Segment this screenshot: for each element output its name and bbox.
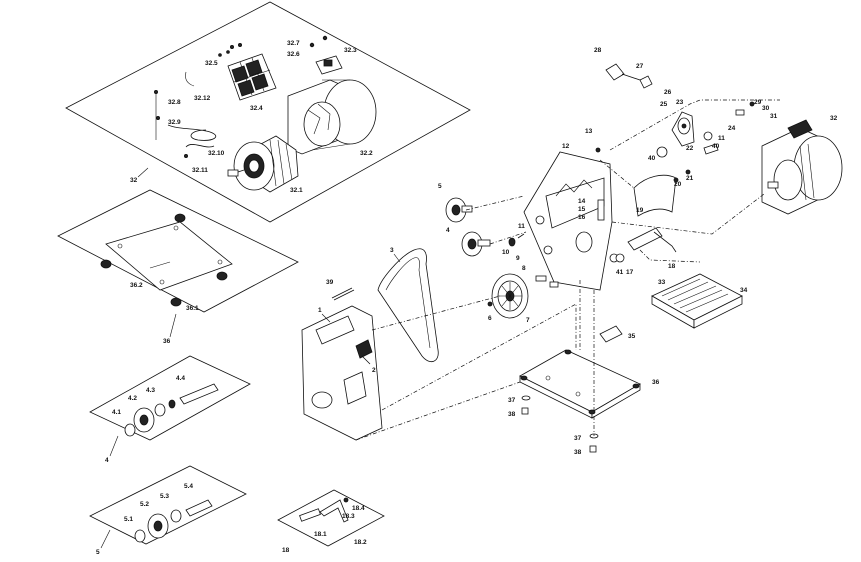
label-14: 14 [578,198,586,205]
drive-wheel-5-panel: 5.1 5.2 5.3 5.4 5 [89,465,247,556]
part-7-drive-wheel [491,273,529,319]
label-28: 28 [594,47,602,54]
label-30: 30 [762,105,770,112]
label-18-1: 18.1 [314,531,327,538]
label-36: 36 [652,379,660,386]
label-5-3: 5.3 [160,493,169,500]
part-32-1-motor [227,135,299,193]
label-18-group: 18 [282,547,290,554]
label-18-4: 18.4 [352,505,365,512]
label-24: 24 [728,125,736,132]
label-4-wheel: 4 [446,227,450,234]
label-8: 8 [522,265,526,272]
label-35: 35 [628,333,636,340]
assembly-guide-lines [355,99,780,441]
label-17: 17 [626,269,634,276]
label-13: 13 [585,128,593,135]
label-34: 34 [740,287,748,294]
label-22: 22 [686,145,694,152]
label-19: 19 [636,207,644,214]
label-18-2: 18.2 [354,539,367,546]
label-12: 12 [562,143,570,150]
label-21: 21 [686,175,694,182]
label-40b: 40 [712,143,720,150]
label-4-1: 4.1 [112,409,121,416]
label-32-6: 32.6 [287,51,300,58]
label-15: 15 [578,206,586,213]
label-4-2: 4.2 [128,395,137,402]
motor-subassembly-panel: 32.7 32.6 32.3 32.5 32.12 32.8 32.4 32.9… [65,1,471,223]
label-23: 23 [676,99,684,106]
label-32-10: 32.10 [208,150,225,157]
label-4-4: 4.4 [176,375,185,382]
label-32-5: 32.5 [205,60,218,67]
label-16: 16 [578,214,586,221]
part-36-base: 36 37 38 37 38 [508,349,660,456]
label-32-1: 32.1 [290,187,303,194]
label-5-4: 5.4 [184,483,193,490]
part-32-motor: 32 [761,115,843,215]
label-38b: 38 [574,449,582,456]
label-32-4: 32.4 [250,105,263,112]
label-5-2: 5.2 [140,501,149,508]
label-20: 20 [674,181,682,188]
label-36-2: 36.2 [130,282,143,289]
part-32-3-switch [315,55,343,75]
label-41: 41 [616,269,624,276]
label-10: 10 [502,249,510,256]
label-32-group: 32 [130,177,138,184]
label-27: 27 [636,63,644,70]
label-11: 11 [718,135,725,142]
idler-wheel-4-panel: 4.1 4.2 4.3 4.4 4 [89,355,251,464]
label-2: 2 [372,367,376,374]
label-33: 33 [658,279,666,286]
base-plate-panel: 36.2 36.1 36 [57,189,299,345]
label-4-group: 4 [105,457,109,464]
label-32-12: 32.12 [194,95,211,102]
label-26: 26 [664,89,672,96]
part-32-2-fan-housing [287,79,377,155]
label-36-1: 36.1 [186,305,199,312]
label-32-7: 32.7 [287,40,300,47]
label-32-2: 32.2 [360,150,373,157]
label-9: 9 [516,255,520,262]
label-4-3: 4.3 [146,387,155,394]
label-32: 32 [830,115,838,122]
label-39: 39 [326,279,334,286]
label-31: 31 [770,113,778,120]
label-36-group: 36 [163,338,171,345]
part-32-4-grille [227,53,277,101]
handle-18-panel: 18 18.1 18.2 18.3 18.4 [277,489,385,554]
label-40: 40 [648,155,656,162]
label-38: 38 [508,411,516,418]
label-11b: 11 [518,223,525,230]
label-6: 6 [488,315,492,322]
part-2-knob [355,339,373,365]
label-29: 29 [754,99,762,106]
label-32-8: 32.8 [168,99,181,106]
label-32-3: 32.3 [344,47,357,54]
label-1: 1 [318,307,322,314]
label-5-wheel: 5 [438,183,442,190]
label-32-11: 32.11 [192,167,208,174]
belt-guard-assembly: 39 1 2 3 [301,247,439,441]
label-3: 3 [390,247,394,254]
work-table-assembly: 33 34 35 [599,273,748,343]
label-5-group: 5 [96,549,100,556]
label-25: 25 [660,101,668,108]
label-37b: 37 [574,435,582,442]
label-18-3: 18.3 [342,513,355,520]
label-18: 18 [668,263,676,270]
label-32-9: 32.9 [168,119,181,126]
main-frame-assembly: 5 4 12 13 14 15 16 11 10 9 8 [438,47,778,324]
label-37: 37 [508,397,516,404]
label-7: 7 [526,317,530,324]
label-5-1: 5.1 [124,516,133,523]
